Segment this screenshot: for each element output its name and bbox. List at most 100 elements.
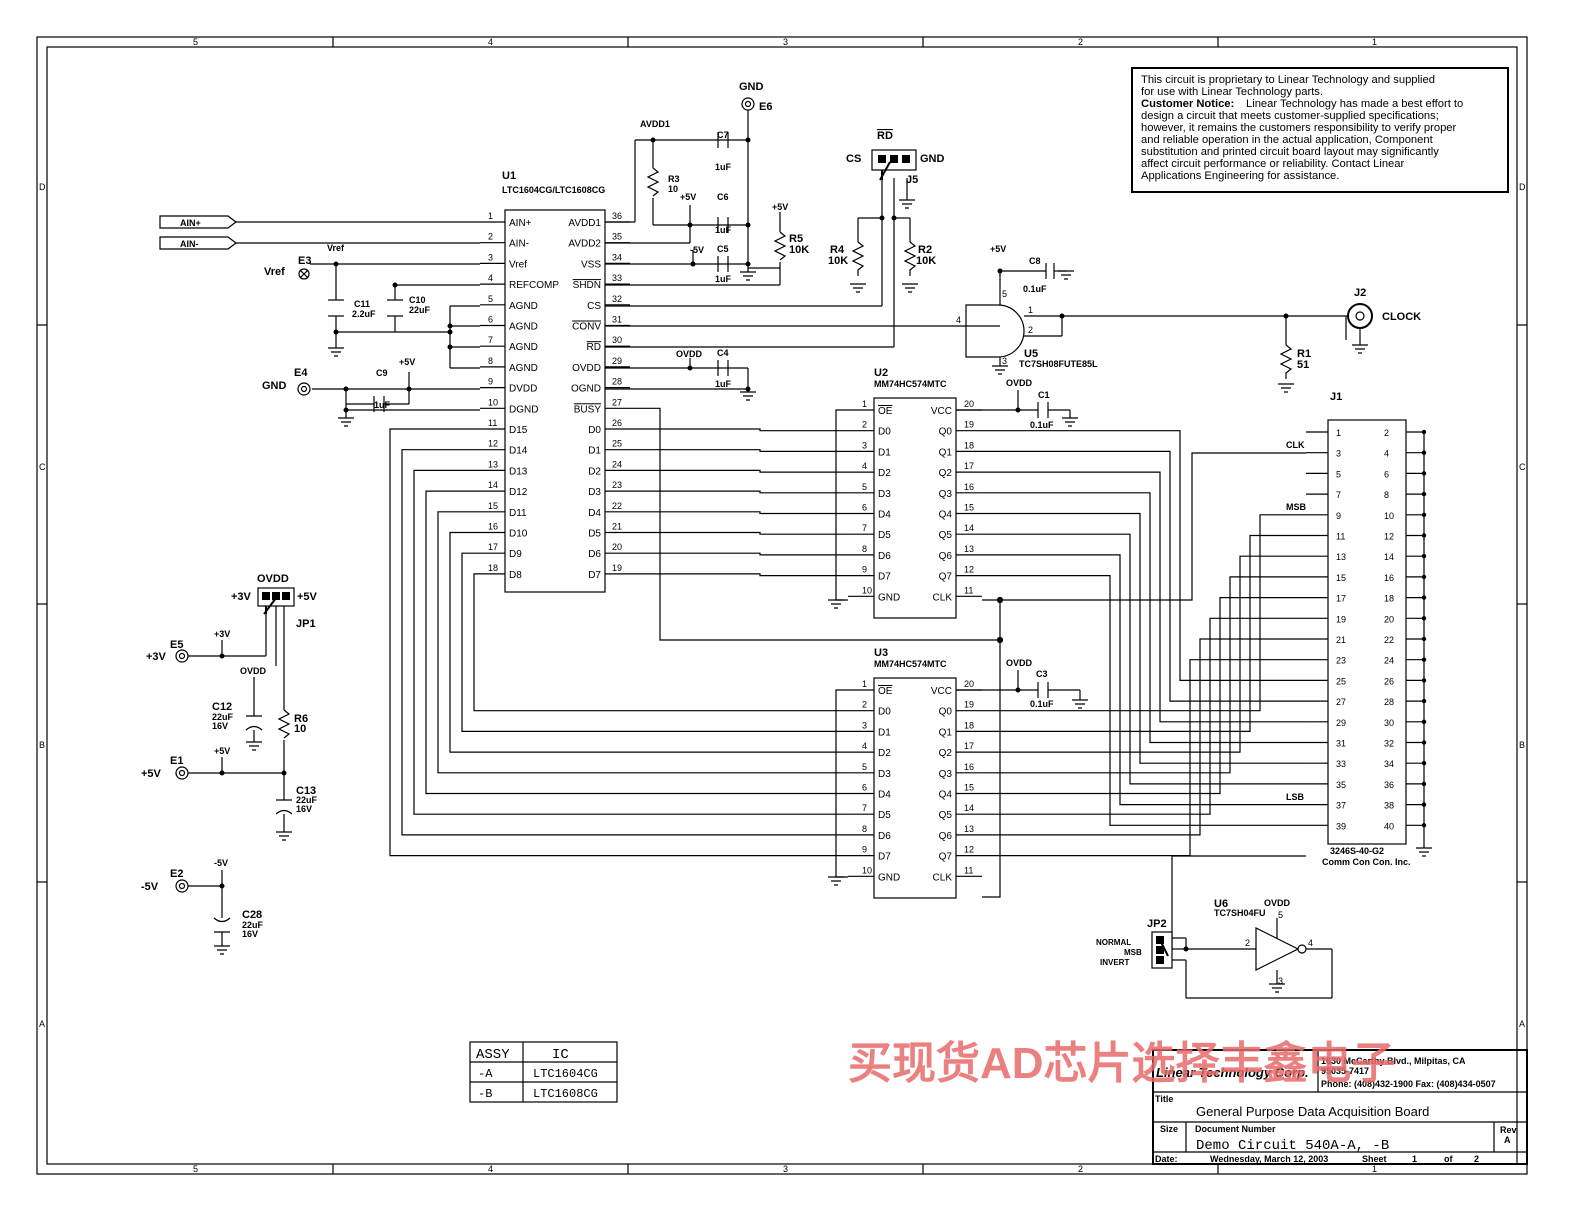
j1-pin-num: 26	[1384, 676, 1394, 686]
assy-cell: -B	[478, 1087, 492, 1101]
junction-dot	[996, 636, 1004, 644]
latch-pin-name: D6	[878, 551, 891, 562]
e6-label: E6	[759, 101, 772, 113]
bus-wire	[630, 469, 848, 473]
latch-pin-num: 2	[862, 700, 867, 710]
latch-pin-name: Q1	[939, 447, 953, 458]
row-label: A	[1519, 1019, 1525, 1029]
j1-pin-num: 39	[1336, 821, 1346, 831]
ground-symbol	[1416, 847, 1432, 857]
c6-ref: C6	[717, 192, 729, 202]
u1-pin-num: 1	[488, 211, 493, 221]
vref-label: Vref	[264, 266, 285, 278]
bus-wire	[630, 511, 848, 515]
c12-ref: C12	[212, 701, 232, 713]
m5v-label: -5V	[141, 881, 159, 893]
latch-pin-name: Q0	[939, 427, 953, 438]
j1-pin-num: 1	[1336, 428, 1341, 438]
assy-cell: -A	[478, 1067, 493, 1081]
jp2-msb: MSB	[1124, 948, 1142, 957]
u1-pin-name: RD	[587, 342, 601, 353]
c11-value: 2.2uF	[352, 309, 376, 319]
notice-box	[1131, 67, 1509, 193]
u5-part: TC7SH08FUTE85L	[1019, 359, 1098, 369]
c1-capacitor	[1037, 402, 1049, 418]
latch-pin-num: 10	[862, 865, 872, 875]
u5-pin2: 2	[1028, 325, 1033, 335]
r3-ref: R3	[668, 174, 680, 184]
bus-wire	[982, 514, 1306, 712]
latch-pin-num: 12	[964, 845, 974, 855]
j1-pin-num: 30	[1384, 718, 1394, 728]
j1-pin-num: 28	[1384, 697, 1394, 707]
j1-pin-num: 3	[1336, 449, 1341, 459]
latch-pin-name: CLK	[933, 872, 953, 883]
gnd-j5-label: GND	[920, 153, 945, 165]
c1-value: 0.1uF	[1030, 420, 1054, 430]
c4-capacitor	[717, 360, 729, 376]
j1-part: 3246S-40-G2	[1330, 846, 1384, 856]
latch-pin-num: 15	[964, 783, 974, 793]
latch-pin-name: OE	[878, 406, 893, 417]
svg-text:AIN-: AIN-	[180, 239, 199, 249]
bus-wire	[630, 449, 848, 452]
c13-rating: 16V	[296, 804, 312, 814]
u2-part: MM74HC574MTC	[874, 379, 947, 389]
notice-line: Linear Technology has made a best effort…	[1246, 98, 1463, 110]
j5-ref: J5	[906, 174, 918, 186]
outer-border	[36, 36, 1528, 1175]
j1-pin-num: 13	[1336, 552, 1346, 562]
c7-ref: C7	[717, 130, 729, 140]
notice-line: Customer Notice:	[1141, 98, 1234, 110]
company-name: Linear Technology Corp.	[1156, 1065, 1309, 1080]
ground-symbol	[902, 283, 918, 293]
latch-pin-num: 13	[964, 544, 974, 554]
latch-pin-name: VCC	[931, 686, 952, 697]
latch-pin-name: Q5	[939, 530, 953, 541]
ovdd-label: OVDD	[1006, 378, 1033, 388]
u1-pin-name: D1	[588, 446, 601, 457]
u1-pin-name: D15	[509, 425, 528, 436]
j1-pin-num: 37	[1336, 801, 1346, 811]
u1-pin-num: 36	[612, 211, 622, 221]
row-label: C	[39, 462, 46, 472]
col-label: 5	[193, 37, 198, 47]
r3-value: 10	[668, 184, 678, 194]
u2-body	[873, 397, 957, 619]
ground-symbol	[1058, 270, 1074, 280]
r5-ref: R5	[789, 233, 803, 245]
u1-pin-num: 17	[488, 542, 498, 552]
u1-pin-name: AIN+	[509, 218, 532, 229]
latch-pin-name: Q2	[939, 748, 953, 759]
ground-symbol	[1062, 417, 1078, 427]
latch-pin-num: 13	[964, 824, 974, 834]
bus-wire	[982, 554, 1306, 806]
u1-pin-name: VSS	[581, 259, 601, 270]
notice-line: affect circuit performance or reliabilit…	[1141, 158, 1405, 170]
u1-pin-name: D11	[509, 508, 527, 519]
latch-pin-num: 18	[964, 440, 974, 450]
notice-line: design a circuit that meets customer-sup…	[1141, 110, 1439, 122]
j1-ref: J1	[1330, 391, 1342, 403]
latch-pin-name: CLK	[933, 592, 953, 603]
p5v-label: +5V	[214, 746, 230, 756]
j5-wires	[605, 178, 1000, 348]
u1-pin-num: 3	[488, 252, 493, 262]
e5-testpoint	[175, 649, 189, 663]
latch-pin-num: 18	[964, 720, 974, 730]
latch-pin-num: 17	[964, 741, 974, 751]
u1-left-pins: 1AIN+2AIN-3Vref4REFCOMP5AGND6AGND7AGND8A…	[480, 211, 559, 581]
r3-resistor	[646, 167, 660, 197]
u1-pin-name: REFCOMP	[509, 280, 559, 291]
u1-pin-name: D13	[509, 466, 528, 477]
c8-value: 0.1uF	[1023, 284, 1047, 294]
r6-resistor	[277, 709, 291, 739]
clock-label: CLOCK	[1382, 311, 1421, 323]
u5-and-gate	[965, 304, 1025, 358]
ground-symbol	[214, 945, 230, 955]
j1-pin-num: 22	[1384, 635, 1394, 645]
latch-pin-name: D5	[878, 530, 891, 541]
lsb-label: LSB	[1286, 792, 1305, 802]
